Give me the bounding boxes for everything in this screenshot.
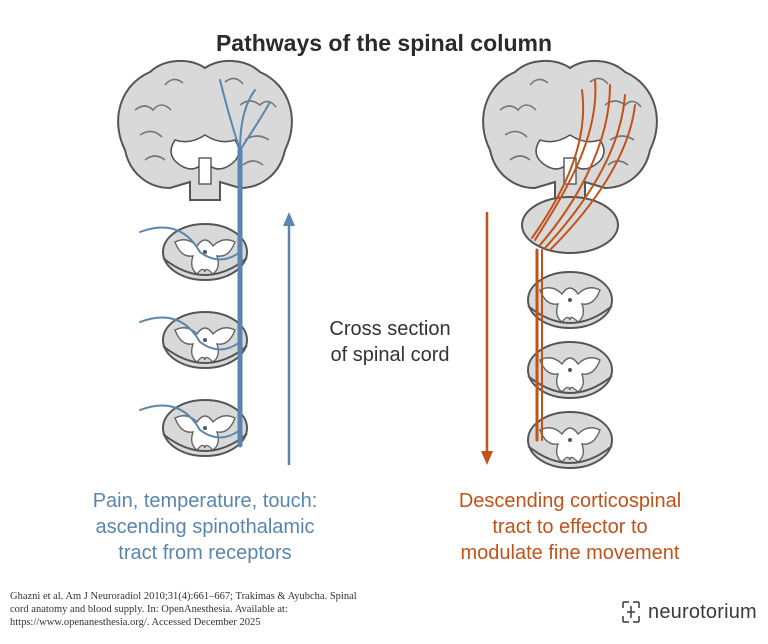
left-brain-illustration bbox=[117, 59, 293, 201]
ascending-caption: Pain, temperature, touch: ascending spin… bbox=[92, 490, 318, 564]
right-cord-section-2 bbox=[527, 341, 613, 399]
ascending-tract bbox=[139, 79, 271, 448]
descending-tract bbox=[531, 79, 636, 442]
ascending-arrowhead bbox=[283, 212, 295, 226]
brand-logo: neurotorium bbox=[620, 600, 757, 624]
neurotorium-logo-icon bbox=[622, 601, 640, 623]
left-cord-section-1 bbox=[162, 223, 248, 281]
page-title: Pathways of the spinal column bbox=[215, 30, 553, 56]
right-cord-section-1 bbox=[527, 271, 613, 329]
reference-citation: Ghazni et al. Am J Neuroradiol 2010;31(4… bbox=[10, 591, 357, 628]
descending-arrowhead bbox=[481, 451, 493, 465]
brand-name: neurotorium bbox=[648, 600, 757, 623]
cross-section-label: Cross section of spinal cord bbox=[329, 318, 451, 366]
descending-caption: Descending corticospinal tract to effect… bbox=[458, 490, 682, 564]
right-cord-section-3 bbox=[527, 411, 613, 469]
